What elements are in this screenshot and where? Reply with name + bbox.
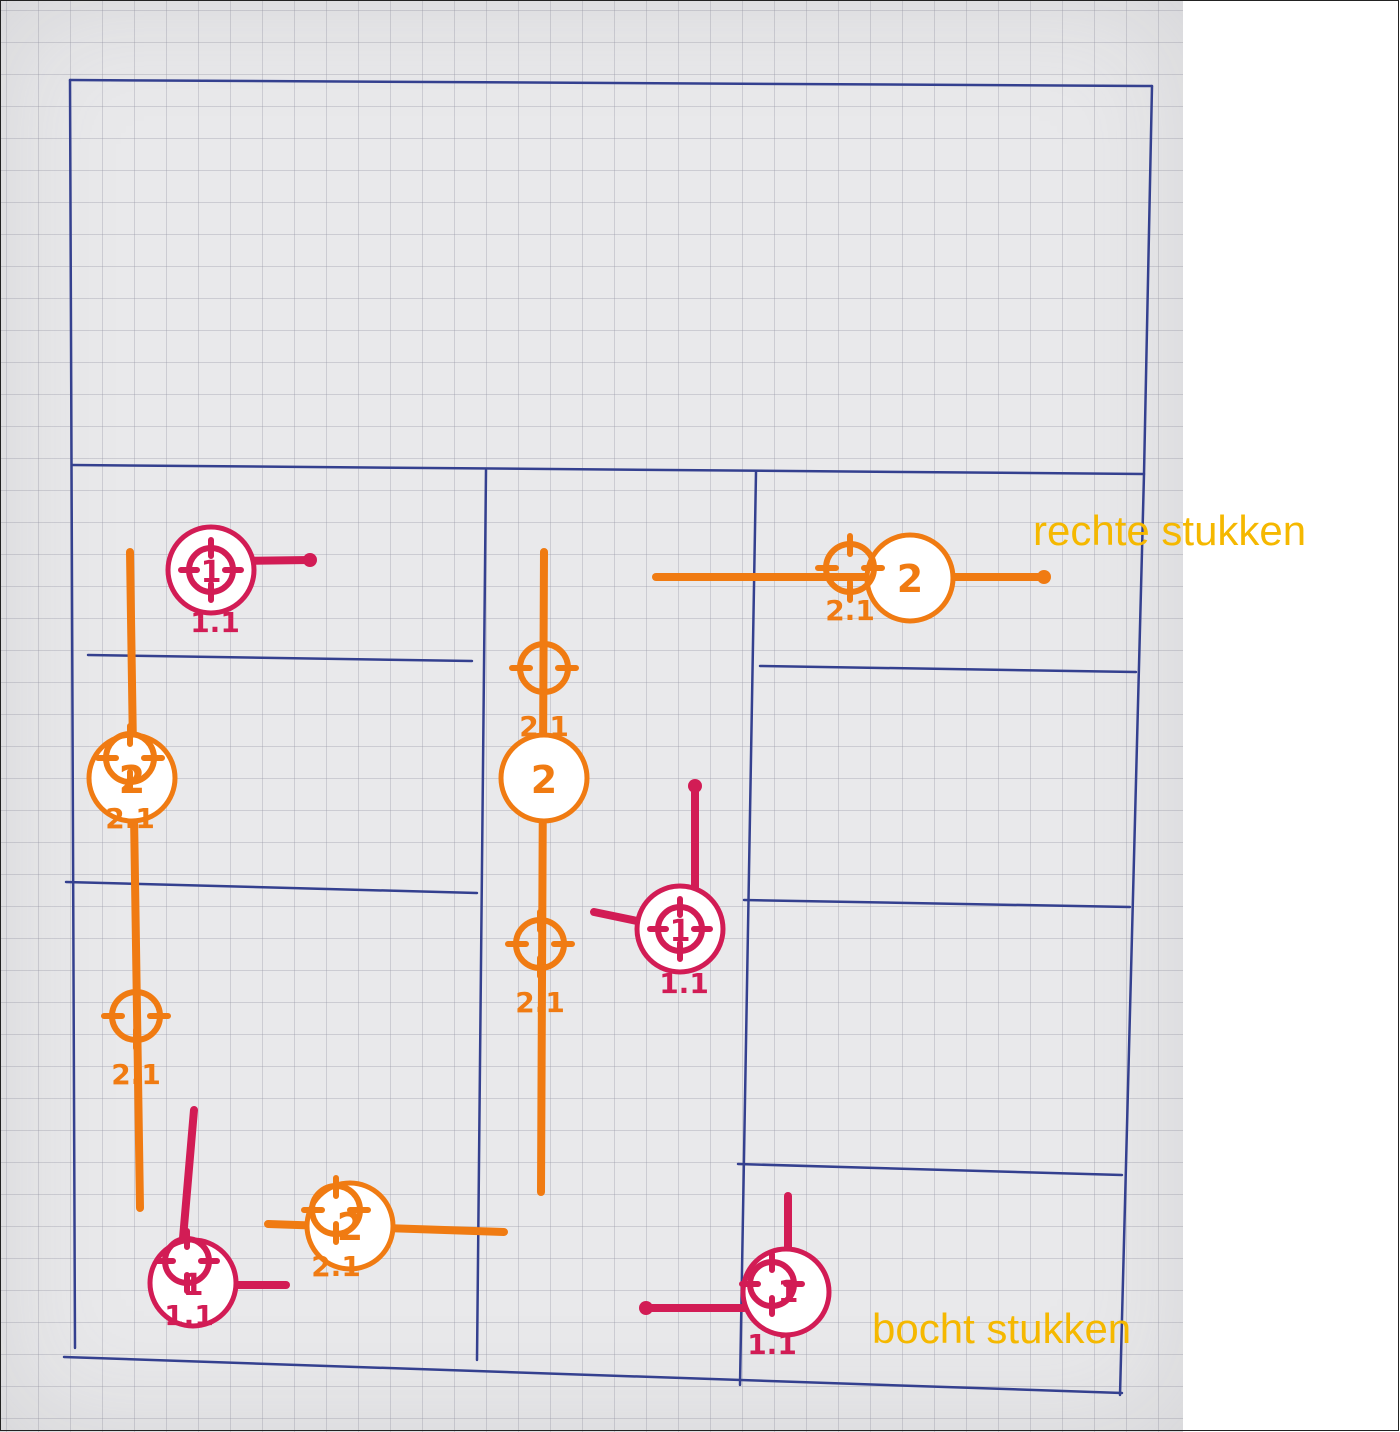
plan-line [477,470,486,1360]
marker-sub-label: 1.1 [190,606,240,639]
marker-sub-label: 1.1 [164,1299,214,1332]
legend-bend-label: bocht stukken [872,1305,1131,1353]
straight-pipe-lines [130,552,1051,1232]
bend-pipe [594,912,642,922]
pipe-end [303,553,317,567]
plan-line [744,900,1130,907]
marker-label: 2.1 [105,802,155,835]
straight-joint-marker: 2.1 [104,984,168,1091]
marker-label: 2.1 [825,594,875,627]
plan-line [738,1164,1122,1175]
plan-line [1120,86,1152,1395]
marker-label: 2.1 [515,986,565,1019]
marker-label: 2.1 [311,1250,361,1283]
bend-markers: 1 1.1 1 1.1 1 1.1 1 1 [150,527,829,1361]
marker-sub-label: 1.1 [659,967,709,1000]
plan-line [70,80,1152,86]
straight-joint-marker: 2.1 [512,636,576,743]
plan-line [72,465,1144,474]
straight-marker: 2 [867,535,953,621]
legend-straight-label: rechte stukken [1033,507,1306,555]
marker-label: 1 [778,1275,799,1310]
pipe-end [639,1301,653,1315]
plan-line [64,1357,1122,1393]
straight-markers-small: 2.1 2.1 2.1 2.1 2.1 [98,536,882,1283]
straight-marker: 2 [501,735,587,821]
marker-label: 2 [531,758,557,802]
pipe-end [1037,570,1051,584]
plan-line [740,472,756,1385]
marker-label: 2.1 [519,710,569,743]
plan-line [70,80,75,1348]
marker-label: 1 [183,1268,204,1303]
marker-label: 2.1 [111,1058,161,1091]
marker-label: 2 [897,557,923,601]
floor-plan-lines [64,80,1152,1395]
marker-label: 1 [201,555,222,590]
pipe-end [688,779,702,793]
marker-label: 1 [670,914,691,949]
plan-line [760,666,1136,672]
bend-marker: 1 1.1 [150,1231,236,1332]
plan-line [88,655,472,661]
plan-line [66,882,477,893]
marker-sub-label: 1.1 [747,1328,797,1361]
straight-joint-marker: 2.1 [508,912,572,1019]
bend-marker: 1 1.1 [742,1249,829,1361]
bend-marker: 1 1.1 [637,886,723,1000]
straight-joint-marker: 2.1 [818,536,882,627]
bend-marker: 1 1.1 [168,527,254,639]
straight-pipe [130,552,140,1208]
